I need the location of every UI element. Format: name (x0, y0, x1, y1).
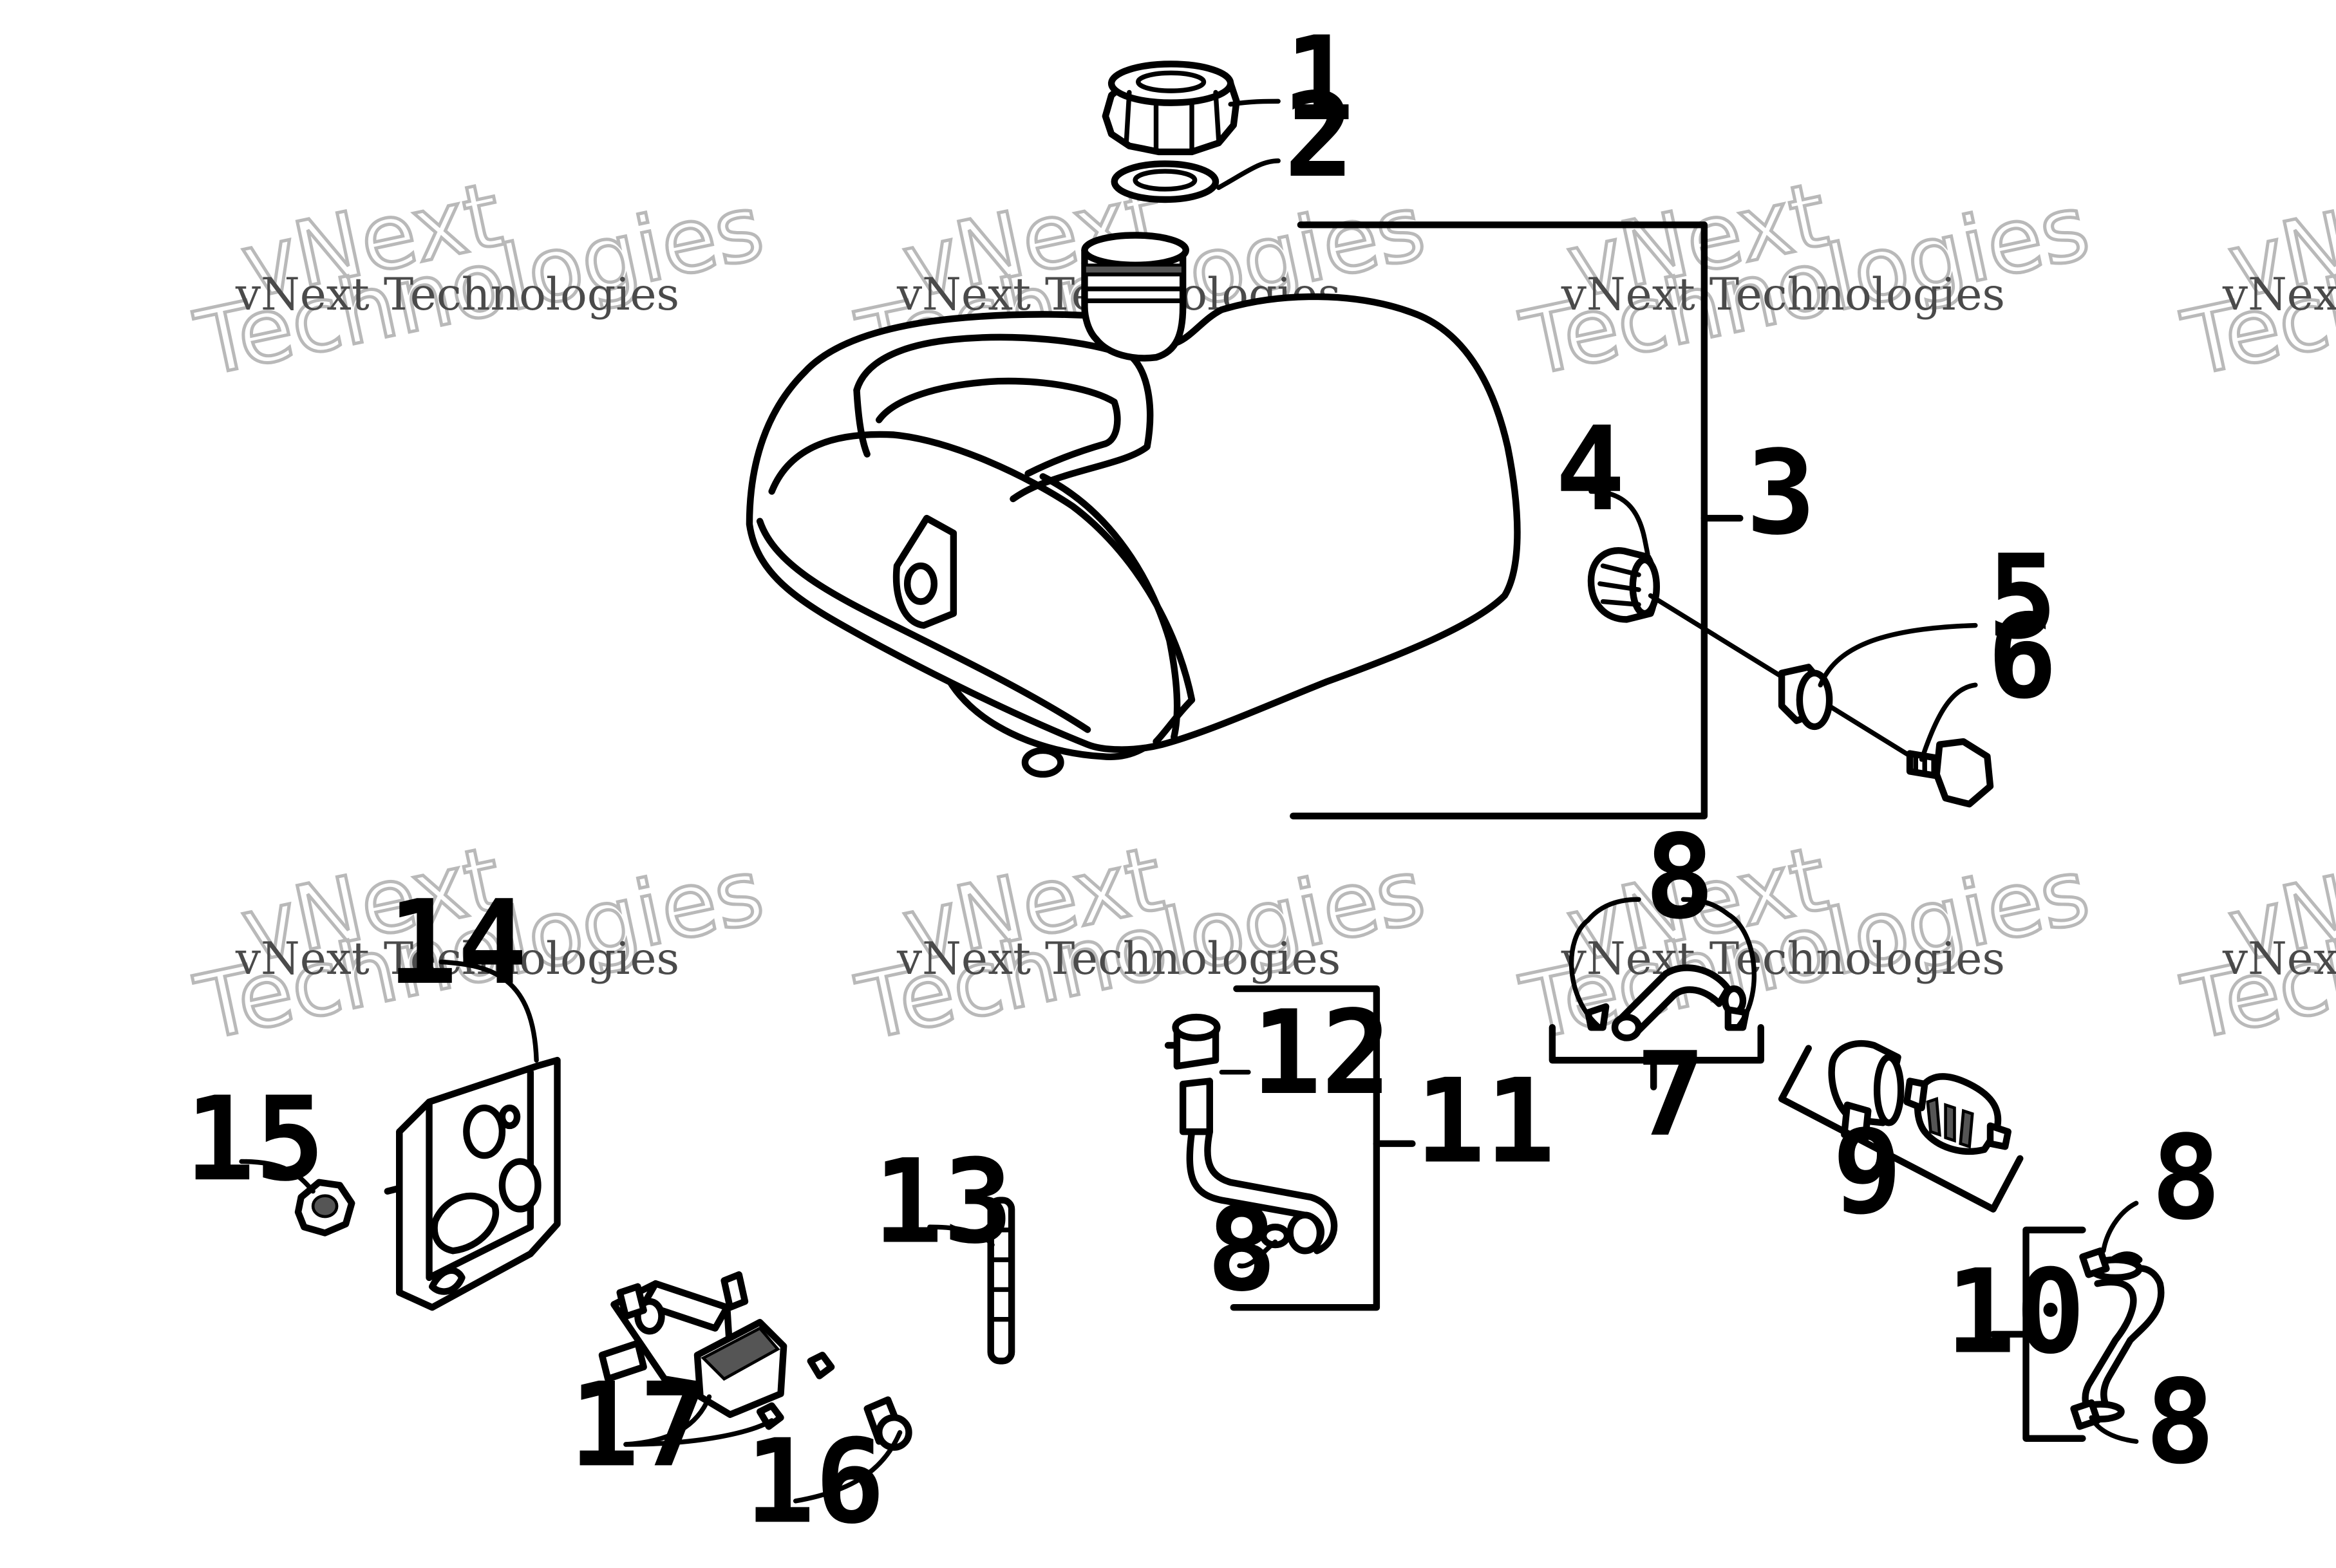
callout-7: 7 (1635, 1027, 1706, 1162)
callout-12: 12 (1252, 985, 1391, 1121)
watermark-1: vNext Technologies vNext Technologies (186, 161, 773, 398)
tank-grommet (1587, 547, 1660, 623)
svg-text:vNext Technologies: vNext Technologies (2222, 269, 2336, 321)
svg-text:vNext Technologies: vNext Technologies (1561, 933, 2005, 985)
callout-6: 6 (1987, 590, 2057, 725)
callout-5: 5 (1987, 530, 2057, 665)
vent-hose-fitting (1164, 1013, 1221, 1070)
tank-assembly-bracket (1290, 221, 1744, 819)
hose-7-bracket (1549, 1024, 1764, 1090)
fuel-tank (746, 232, 1521, 778)
callout-10: 10 (1946, 1245, 2086, 1380)
callout-13: 13 (873, 1134, 1013, 1269)
filter-9-bracket (1778, 1045, 2024, 1213)
watermark-8: vNext Technologies vNext Technologies (2173, 825, 2336, 1061)
leader-lines (239, 98, 2139, 1504)
svg-text:vNext Technologies: vNext Technologies (235, 933, 679, 985)
filter-screen (987, 1197, 1015, 1365)
fuel-cap (1102, 61, 1240, 156)
vent-hose (1179, 1078, 1338, 1255)
callout-8-top: 8 (1644, 810, 1715, 945)
watermark-3: vNext Technologies vNext Technologies (1512, 161, 2099, 398)
svg-text:vNext Technologies: vNext Technologies (896, 933, 1341, 985)
svg-text:vNext Technologies: vNext Technologies (1561, 269, 2005, 321)
svg-text:vNext Technologies: vNext Technologies (235, 269, 679, 321)
fuel-filter (1828, 1040, 2011, 1155)
callout-8-line-bottom: 8 (2145, 1355, 2216, 1490)
fuel-line-bracket (1990, 1226, 2086, 1442)
watermark-4: vNext Technologies vNext Technologies (2173, 161, 2336, 398)
vent-hose-bracket (1230, 985, 1416, 1311)
callout-11: 11 (1415, 1054, 1555, 1189)
mounting-screw (1906, 738, 1994, 808)
fuel-hose-clamp-assembly (1568, 897, 1757, 1041)
lock-nut (294, 1179, 355, 1237)
callout-17: 17 (569, 1358, 709, 1493)
callout-3: 3 (1746, 425, 1816, 561)
callout-16: 16 (745, 1414, 885, 1549)
callout-numbers: 1 2 3 4 5 6 7 8 8 8 8 9 10 11 12 13 14 1… (185, 12, 2221, 1549)
mounting-plate (384, 1056, 561, 1311)
callout-4: 4 (1555, 402, 1625, 537)
fuel-valve (598, 1271, 787, 1418)
callout-15: 15 (185, 1072, 325, 1207)
cap-gasket (1111, 160, 1220, 203)
callout-1: 1 (1284, 12, 1354, 147)
valve-mounting-screw (863, 1396, 912, 1451)
svg-text:vNext Technologies: vNext Technologies (2222, 933, 2336, 985)
callout-9: 9 (1832, 1105, 1903, 1240)
callout-8-line-top: 8 (2151, 1110, 2221, 1246)
callout-8-vent: 8 (1207, 1182, 1277, 1317)
callout-14: 14 (388, 875, 527, 1011)
callout-2: 2 (1284, 68, 1354, 203)
